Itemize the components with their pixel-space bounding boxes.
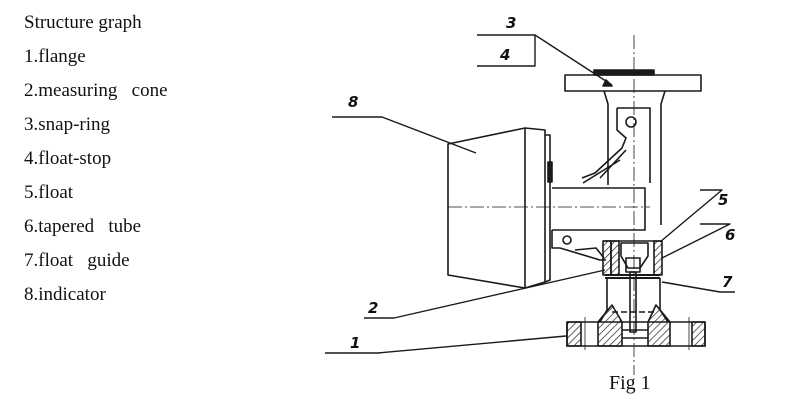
callout-8: 8 [348, 93, 358, 111]
legend-title: Structure graph [24, 12, 142, 33]
legend-item-snap-ring: 3.snap-ring [24, 114, 111, 135]
callout-4: 4 [499, 46, 510, 64]
legend-item-flange: 1.flange [24, 46, 86, 67]
legend-item-tapered-tube: 6.tapered tube [24, 216, 142, 237]
legend-item-indicator: 8.indicator [24, 284, 106, 305]
legend-item-measuring-cone: 2.measuring cone [24, 80, 168, 101]
figure-caption: Fig 1 [609, 372, 651, 394]
legend-item-float-stop: 4.float-stop [24, 148, 112, 169]
callout-5: 5 [718, 191, 728, 209]
callout-numbers: 3 4 8 5 6 7 2 1 [348, 14, 735, 352]
callout-7: 7 [722, 273, 733, 291]
top-flange [564, 74, 702, 92]
structure-legend: Structure graph 1.flange 2.measuring con… [24, 6, 168, 312]
callout-1: 1 [350, 334, 360, 352]
legend-item-float-guide: 7.float guide [24, 250, 130, 271]
indicator-housing [447, 127, 546, 289]
callout-2: 2 [368, 299, 378, 317]
legend-item-float: 5.float [24, 182, 74, 203]
callout-6: 6 [725, 226, 735, 244]
callout-3: 3 [506, 14, 516, 32]
